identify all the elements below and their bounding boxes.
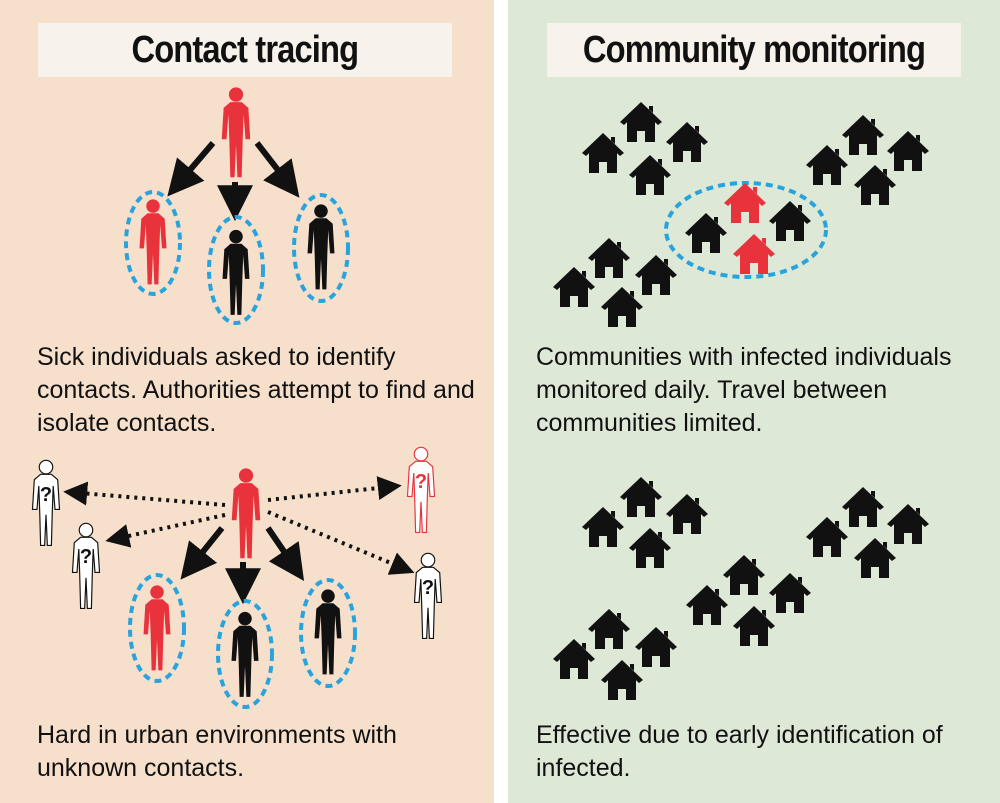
contact-tracing-panel: Contact tracing — [0, 0, 494, 803]
contact-tracing-title: Contact tracing — [131, 28, 360, 71]
house-icon — [887, 131, 929, 171]
sick-person-icon — [231, 468, 261, 559]
dotted-arrow-icon — [105, 513, 226, 548]
house-icon — [601, 660, 643, 700]
contact-tracing-title-box: Contact tracing — [38, 23, 452, 77]
community-monitoring-benefit: Effective due to early identification of… — [536, 721, 943, 782]
community-monitoring-description: Communities with infected individuals mo… — [536, 343, 952, 437]
community-monitoring-illustration — [553, 102, 929, 700]
question-mark-icon: ? — [40, 484, 52, 506]
arrow-icon — [265, 526, 305, 581]
house-icon — [854, 165, 896, 205]
house-icon — [588, 238, 630, 278]
house-icon — [582, 507, 624, 547]
house-icon — [629, 528, 671, 568]
dotted-arrow-icon — [267, 476, 402, 502]
monitored-communities-diagram — [553, 102, 929, 327]
known-contacts-diagram — [124, 87, 350, 325]
isolation-ring — [299, 578, 357, 688]
infected-contact-icon — [143, 585, 171, 671]
house-icon — [842, 487, 884, 527]
house-icon — [601, 287, 643, 327]
house-icon — [806, 145, 848, 185]
isolation-ring — [292, 193, 350, 303]
house-icon — [553, 267, 595, 307]
house-icon — [635, 255, 677, 295]
sick-person-icon — [221, 87, 251, 178]
arrow-icon — [254, 141, 300, 198]
house-icon — [620, 102, 662, 142]
contact-tracing-description: Sick individuals asked to identify conta… — [37, 343, 475, 437]
community-monitoring-title: Community monitoring — [582, 28, 926, 71]
house-icon — [769, 201, 811, 241]
contact-person-icon — [314, 589, 342, 675]
house-icon — [685, 213, 727, 253]
community-monitoring-title-box: Community monitoring — [547, 23, 961, 77]
house-icon — [588, 609, 630, 649]
uninfected-communities-diagram — [553, 477, 929, 700]
question-mark-icon: ? — [415, 471, 427, 493]
question-mark-icon: ? — [422, 577, 434, 599]
house-icon — [733, 606, 775, 646]
contact-person-icon — [222, 229, 250, 315]
house-icon — [582, 133, 624, 173]
dotted-arrow-icon — [63, 481, 226, 507]
arrow-icon — [167, 141, 216, 197]
community-monitoring-panel: Community monitoring — [508, 0, 1000, 803]
house-icon — [686, 585, 728, 625]
question-mark-icon: ? — [80, 546, 92, 568]
house-icon — [806, 517, 848, 557]
house-icon — [635, 627, 677, 667]
contact-person-icon — [231, 611, 259, 697]
house-icon — [769, 573, 811, 613]
infected-house-icon — [733, 234, 775, 274]
isolation-ring — [207, 215, 265, 325]
house-icon — [620, 477, 662, 517]
house-icon — [553, 639, 595, 679]
contact-tracing-illustration: ? ? ? ? — [31, 87, 443, 709]
house-icon — [723, 555, 765, 595]
unknown-contacts-diagram: ? ? ? ? — [31, 446, 443, 709]
house-icon — [629, 155, 671, 195]
isolation-ring — [216, 599, 274, 709]
isolation-ring — [128, 573, 186, 683]
house-icon — [666, 122, 708, 162]
infected-contact-icon — [139, 199, 167, 285]
dotted-arrow-icon — [267, 510, 415, 575]
house-icon — [854, 538, 896, 578]
contact-person-icon — [307, 204, 335, 290]
house-icon — [842, 115, 884, 155]
arrow-icon — [180, 526, 225, 580]
house-icon — [666, 494, 708, 534]
isolation-ring — [124, 190, 182, 296]
contact-tracing-limitation: Hard in urban environments with unknown … — [37, 721, 397, 782]
monitoring-ring — [664, 181, 828, 279]
house-icon — [887, 504, 929, 544]
infected-house-icon — [724, 183, 766, 223]
